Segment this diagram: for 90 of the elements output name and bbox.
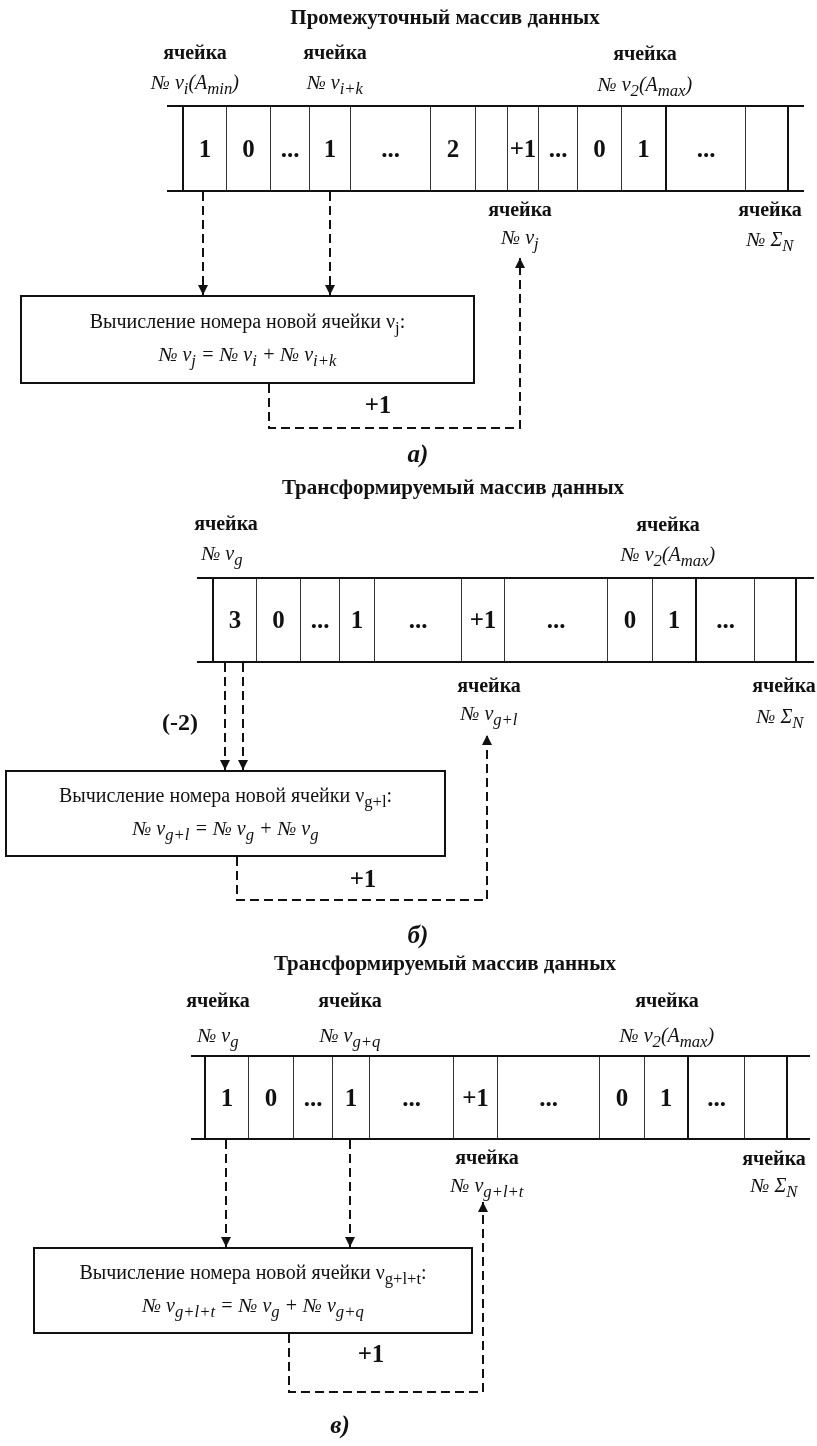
cell-word-label: ячейка (318, 989, 382, 1011)
array-cell: +1 (461, 579, 504, 661)
array-cell (754, 579, 797, 661)
cell-number-label: № Σ$_{N}$ (756, 705, 804, 733)
array-cell: ... (695, 579, 754, 661)
box-heading-text: Вычисление номера новой ячейки ν$_{g+l+t}$: (79, 1260, 427, 1291)
array-cell: 3 (212, 579, 256, 661)
cell-word-label: ячейка (742, 1147, 806, 1169)
cell-word-label: ячейка (636, 513, 700, 535)
array-cell: ... (504, 579, 607, 661)
cell-number-label: № Σ$_{N}$ (746, 228, 794, 256)
array-cell: 1 (182, 107, 226, 190)
array-cell: ... (374, 579, 461, 661)
cell-word-label: ячейка (455, 1146, 519, 1168)
process-box (33, 1247, 473, 1334)
cell-number-label: № ν$_{2}$(A$_{max}$) (597, 73, 693, 101)
array-cell: ... (350, 107, 430, 190)
array-cell: 0 (226, 107, 270, 190)
array-title: Трансформируемый массив данных (281, 476, 625, 500)
array-cell: 0 (248, 1057, 293, 1138)
array-title: Промежуточный массив данных (290, 6, 600, 30)
box-heading-text: Вычисление номера новой ячейки ν$_{j}$: (89, 309, 406, 340)
array-cell: 1 (339, 579, 374, 661)
array-cell (745, 107, 789, 190)
cell-number-label: № ν$_{2}$(A$_{max}$) (620, 543, 716, 571)
edge-label: +1 (357, 1340, 385, 1368)
cell-word-label: ячейка (488, 198, 552, 220)
array-cell: ... (369, 1057, 453, 1138)
cell-number-label: № ν$_{g+q}$ (319, 1024, 381, 1052)
cell-word-label: ячейка (163, 41, 227, 63)
cell-number-label: № ν$_{g+l+t}$ (450, 1174, 524, 1202)
formula-text: № ν$_{j}$ = № ν$_{i}$ + № ν$_{i+k}$ (158, 341, 337, 372)
edge-label: +1 (364, 391, 392, 419)
value-note: (-2) (162, 708, 198, 736)
array-cell: ... (687, 1057, 744, 1138)
array-cell: ... (270, 107, 309, 190)
arrow (221, 1139, 231, 1248)
process-box (5, 770, 446, 857)
cell-number-label: № ν$_{g}$ (197, 1024, 239, 1052)
arrow (198, 191, 208, 296)
array-cell: 0 (577, 107, 621, 190)
figure-caption: б) (407, 921, 429, 949)
formula-text: № ν$_{g+l+t}$ = № ν$_{g}$ + № ν$_{g+q}$ (142, 1292, 364, 1323)
array-cell: ... (538, 107, 577, 190)
arrow (238, 662, 248, 771)
cell-word-label: ячейка (635, 989, 699, 1011)
formula-text: № ν$_{g+l}$ = № ν$_{g}$ + № ν$_{g}$ (132, 815, 319, 846)
arrow (220, 662, 230, 771)
arrow (325, 191, 335, 296)
box-heading-text: Вычисление номера новой ячейки ν$_{g+l}$: (58, 783, 393, 814)
cell-word-label: ячейка (613, 42, 677, 64)
cell-word-label: ячейка (194, 512, 258, 534)
array-cell: 0 (599, 1057, 644, 1138)
array-cell: 1 (332, 1057, 369, 1138)
cell-word-label: ячейка (752, 674, 816, 696)
edge-label: +1 (349, 865, 377, 893)
array-cell: 0 (256, 579, 300, 661)
array-cell (744, 1057, 788, 1138)
array-cell: ... (300, 579, 339, 661)
array-cell: 1 (621, 107, 665, 190)
arrow (236, 734, 492, 901)
array-title: Трансформируемый массив данных (273, 952, 617, 976)
cell-word-label: ячейка (457, 674, 521, 696)
array-cell: ... (293, 1057, 332, 1138)
arrow (288, 1201, 488, 1393)
array-cell: 1 (644, 1057, 687, 1138)
array-cell: ... (665, 107, 745, 190)
figure-caption: а) (407, 440, 429, 468)
cell-number-label: № ν$_{g+l}$ (460, 702, 518, 730)
array-cell: +1 (453, 1057, 497, 1138)
array-cell: 1 (204, 1057, 248, 1138)
array-cell: 1 (652, 579, 695, 661)
figure-caption: в) (330, 1411, 350, 1439)
process-box (20, 295, 475, 384)
cell-number-label: № ν$_{i}$(A$_{min}$) (151, 71, 239, 99)
cell-number-label: № Σ$_{N}$ (750, 1174, 798, 1202)
cell-word-label: ячейка (186, 989, 250, 1011)
arrow (268, 257, 525, 429)
cell-number-label: № ν$_{2}$(A$_{max}$) (619, 1024, 715, 1052)
cell-word-label: ячейка (303, 41, 367, 63)
cell-number-label: № ν$_{g}$ (201, 542, 243, 570)
cell-number-label: № ν$_{j}$ (501, 226, 539, 254)
array-cell: +1 (507, 107, 538, 190)
array-cell: 2 (430, 107, 475, 190)
array-cell: 0 (607, 579, 652, 661)
cell-word-label: ячейка (738, 198, 802, 220)
cell-number-label: № ν$_{i+k}$ (307, 71, 363, 99)
arrow (345, 1139, 355, 1248)
array-cell: ... (497, 1057, 599, 1138)
array-cell: 1 (309, 107, 350, 190)
